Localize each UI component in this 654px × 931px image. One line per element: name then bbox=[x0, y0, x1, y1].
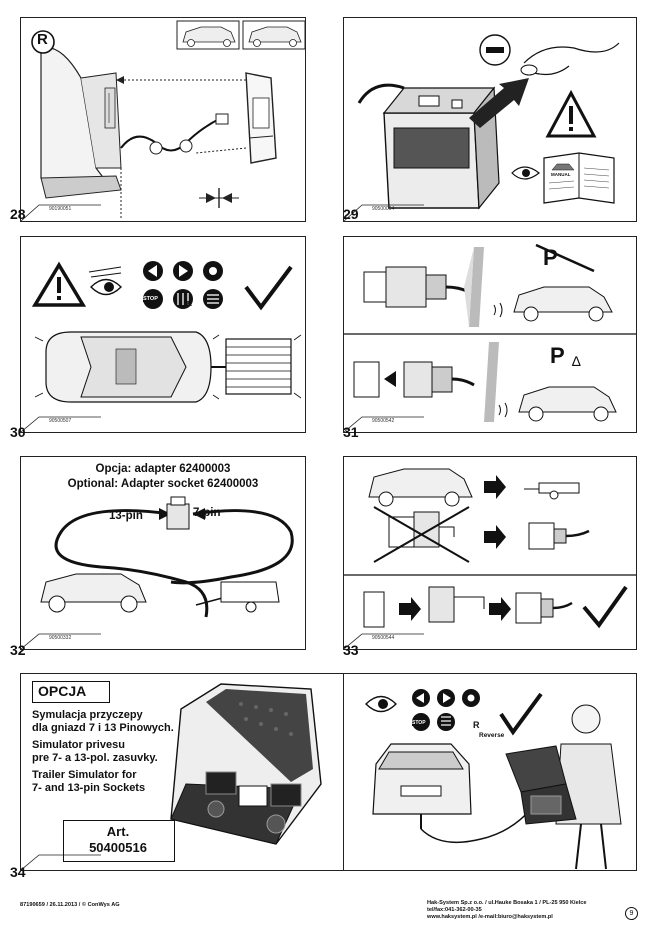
panel-31-park-symbol-crossed: P bbox=[543, 245, 558, 270]
panel-30-number: 30 bbox=[10, 424, 26, 440]
panel-29-number: 29 bbox=[343, 206, 359, 222]
page-number: 9 bbox=[629, 910, 634, 917]
panel-33-number: 33 bbox=[343, 642, 359, 658]
panel-33-illustration bbox=[344, 468, 636, 649]
panel-30: STOP R 90500507 bbox=[20, 236, 306, 433]
panel-34-art-label: Art. bbox=[106, 824, 130, 839]
panel-34-reverse-label: Reverse bbox=[479, 732, 505, 739]
panel-34-number: 34 bbox=[10, 864, 26, 880]
footer-phone: tel/fax:041-362-00-35 bbox=[427, 907, 482, 913]
page-number-badge: 9 bbox=[625, 907, 638, 920]
panel-28-badge: R bbox=[37, 31, 48, 48]
panel-32-title-pl: Opcja: adapter 62400003 bbox=[95, 463, 231, 475]
footer-left: 87190659 / 26.11.2013 / © ConWys AG bbox=[20, 902, 120, 908]
panel-31-warning-triangle-small: ∆ bbox=[572, 353, 581, 369]
footer-company: Hak-System Sp.z o.o. / ul.Hauke Bosaka 1… bbox=[427, 900, 587, 906]
panel-28-number: 28 bbox=[10, 206, 26, 222]
footer-web: www.haksystem.pl /e-mail:biuro@haksystem… bbox=[427, 914, 553, 920]
panel-30-code: 90500507 bbox=[49, 418, 72, 424]
panel-31: P P ∆ 90500542 bbox=[343, 236, 637, 433]
panel-32-code: 90500332 bbox=[49, 635, 72, 641]
panel-34-text-en-1: Trailer Simulator for bbox=[32, 769, 137, 781]
panel-32-13pin-label: 13-pin bbox=[109, 510, 143, 522]
panel-29-code: 90500004 bbox=[372, 206, 395, 212]
panel-34-text-en-2: 7- and 13-pin Sockets bbox=[32, 782, 146, 794]
panel-32-number: 32 bbox=[10, 642, 26, 658]
panel-32: Opcja: adapter 62400003 Optional: Adapte… bbox=[20, 456, 306, 650]
panel-31-code: 90500542 bbox=[372, 418, 395, 424]
panel-31-number: 31 bbox=[343, 424, 359, 440]
panel-34-art-number: 50400516 bbox=[89, 840, 147, 855]
panel-34-text-pl-1: Symulacja przyczepy bbox=[32, 709, 143, 721]
panel-29: MANUAL 90500004 bbox=[343, 17, 637, 222]
panel-34-art-box bbox=[63, 820, 175, 862]
panel-33-code: 90500544 bbox=[372, 635, 395, 641]
panel-30-stop-icon: STOP bbox=[143, 296, 158, 302]
panel-28-illustration bbox=[21, 20, 305, 221]
panel-34-illustration bbox=[21, 683, 622, 870]
panel-28: R 90190051 bbox=[20, 17, 306, 222]
panel-31-illustration bbox=[344, 243, 636, 432]
panel-32-title-en: Optional: Adapter socket 62400003 bbox=[67, 478, 259, 490]
panel-30-illustration bbox=[21, 261, 302, 432]
panel-33: 90500544 bbox=[343, 456, 637, 650]
panel-34-reverse-gear: R bbox=[473, 720, 480, 730]
panel-29-manual-label: MANUAL bbox=[551, 172, 571, 177]
panel-34: OPCJA Symulacja przyczepy dla gniazd 7 i… bbox=[20, 673, 637, 871]
panel-34-text-cz-1: Simulator privesu bbox=[32, 739, 125, 751]
panel-32-illustration bbox=[21, 496, 294, 649]
panel-34-stop-icon: STOP bbox=[412, 720, 426, 726]
panel-30-reverse-gear: R bbox=[187, 301, 193, 308]
panel-34-text-cz-2: pre 7- a 13-pol. zasuvky. bbox=[32, 752, 158, 764]
panel-34-text-pl-2: dla gniazd 7 i 13 Pinowych. bbox=[32, 722, 174, 734]
panel-29-illustration bbox=[344, 34, 620, 221]
panel-34-opcja-box bbox=[32, 681, 110, 703]
panel-34-divider bbox=[343, 674, 344, 870]
panel-34-opcja-label: OPCJA bbox=[38, 683, 87, 699]
panel-32-7pin-label: 7-pin bbox=[193, 507, 221, 519]
panel-31-park-symbol: P bbox=[550, 343, 565, 368]
panel-28-code: 90190051 bbox=[49, 206, 72, 212]
